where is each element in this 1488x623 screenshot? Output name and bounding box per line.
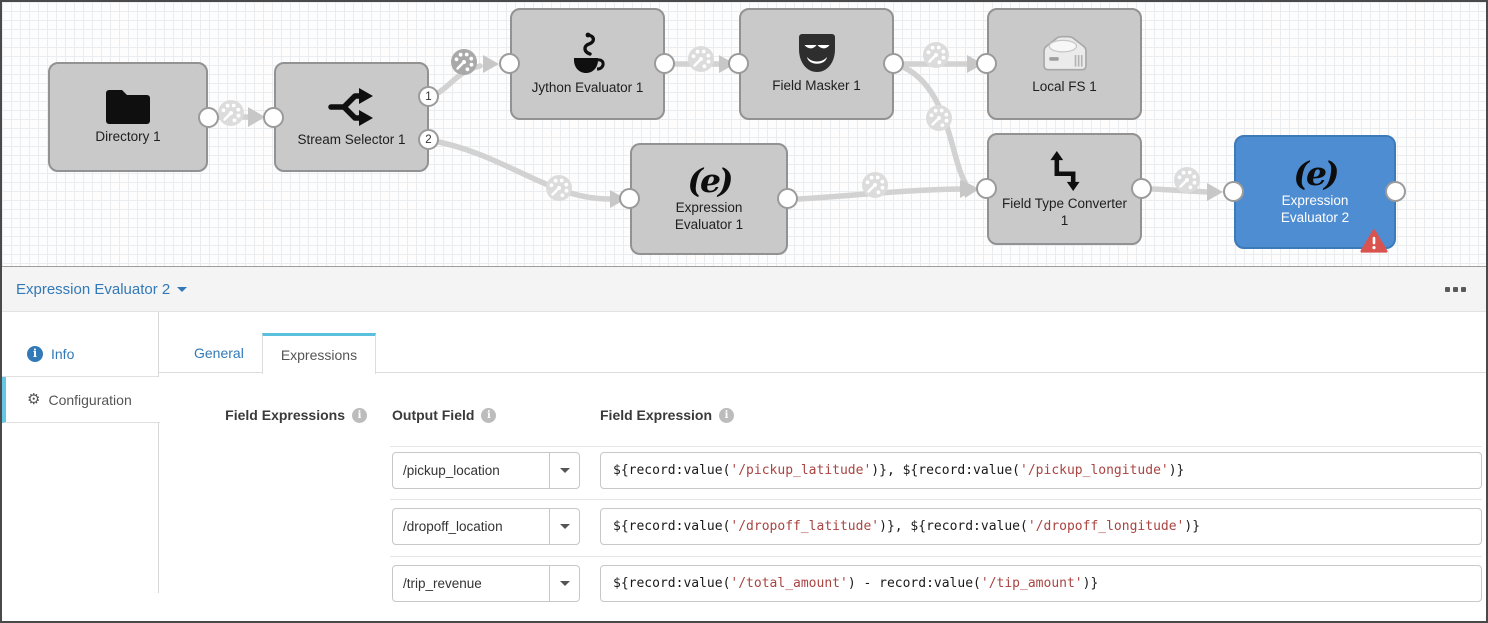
column-header-text: Output Field: [392, 407, 475, 423]
row-separator: [390, 499, 1482, 500]
sidebar-divider: [158, 312, 159, 593]
config-panel-body: i Info ⚙ Configuration General Expressio…: [2, 312, 1486, 620]
input-port[interactable]: [619, 188, 640, 209]
field-expression-input-3[interactable]: ${record:value('/total_amount') - record…: [600, 565, 1482, 602]
field-expression-input-1[interactable]: ${record:value('/pickup_latitude')}, ${r…: [600, 452, 1482, 489]
tab-label: General: [194, 344, 244, 361]
stage-expression-evaluator-1[interactable]: (e) Expression Evaluator 1: [630, 143, 788, 255]
pipeline-canvas[interactable]: Directory 1 Stream Selector 1: [2, 2, 1486, 267]
panel-title-text: Expression Evaluator 2: [16, 280, 171, 298]
mask-icon: [795, 33, 839, 75]
stage-stream-selector-1[interactable]: Stream Selector 1: [274, 62, 429, 172]
stage-label: Stream Selector 1: [297, 132, 406, 148]
ellipsis-icon: [1461, 286, 1466, 292]
stage-label: Expression Evaluator 1: [674, 200, 744, 232]
field-expression-column-header: Field Expression i: [600, 407, 735, 423]
output-field-value: /pickup_location: [403, 463, 500, 478]
stage-jython-evaluator-1[interactable]: Jython Evaluator 1: [510, 8, 665, 120]
stage-label: Field Masker 1: [772, 78, 861, 94]
stage-directory-1[interactable]: Directory 1: [48, 62, 208, 172]
field-expressions-label: Field Expressions i: [2, 407, 367, 423]
output-field-column-header: Output Field i: [392, 407, 497, 423]
stage-field-type-converter-1[interactable]: Field Type Converter 1: [987, 133, 1142, 245]
stream-selector-icon: [327, 85, 376, 129]
column-header-text: Field Expression: [600, 407, 713, 423]
expression-evaluator-icon: (e): [687, 161, 733, 201]
input-port[interactable]: [263, 107, 284, 128]
row-separator: [390, 446, 1482, 447]
output-field-value: /dropoff_location: [403, 519, 503, 534]
help-info-icon[interactable]: i: [352, 407, 367, 423]
stage-error-warning-icon[interactable]: [1360, 228, 1388, 259]
tab-label: Expressions: [280, 347, 358, 363]
tab-general[interactable]: General: [176, 333, 262, 372]
expression-evaluator-icon: (e): [1293, 154, 1339, 194]
ellipsis-icon: [1445, 286, 1450, 292]
gear-icon: ⚙: [27, 391, 41, 408]
port-label: 2: [425, 133, 432, 146]
output-port-1[interactable]: 1: [418, 86, 439, 107]
ellipsis-icon: [1453, 286, 1458, 292]
input-port[interactable]: [976, 53, 997, 74]
jython-icon: [565, 31, 611, 77]
output-field-select-1[interactable]: /pickup_location: [392, 452, 580, 489]
stage-expression-evaluator-2[interactable]: (e) Expression Evaluator 2: [1234, 135, 1396, 249]
input-port[interactable]: [1223, 181, 1244, 202]
pipeline-edges: [206, 40, 1223, 208]
config-panel-header: Expression Evaluator 2: [2, 267, 1486, 312]
harddrive-icon: [1037, 32, 1093, 76]
output-field-select-3[interactable]: /trip_revenue: [392, 565, 580, 602]
field-type-converter-icon: [1045, 149, 1085, 193]
output-port[interactable]: [883, 53, 904, 74]
stage-label: Local FS 1: [1032, 79, 1097, 95]
output-field-select-2[interactable]: /dropoff_location: [392, 508, 580, 545]
help-info-icon[interactable]: i: [719, 407, 735, 423]
panel-menu-button[interactable]: [1441, 283, 1470, 296]
stage-field-masker-1[interactable]: Field Masker 1: [739, 8, 894, 120]
select-caret-icon: [549, 453, 579, 488]
port-label: 1: [425, 90, 432, 103]
section-label-text: Field Expressions: [225, 407, 345, 423]
row-separator: [390, 556, 1482, 557]
stage-label: Directory 1: [95, 129, 161, 145]
select-caret-icon: [549, 509, 579, 544]
output-port[interactable]: [1385, 181, 1406, 202]
stage-label: Jython Evaluator 1: [531, 80, 644, 96]
output-port[interactable]: [654, 53, 675, 74]
folder-icon: [103, 88, 153, 126]
chevron-down-icon: [177, 286, 188, 292]
input-port[interactable]: [499, 53, 520, 74]
input-port[interactable]: [976, 178, 997, 199]
help-info-icon[interactable]: i: [481, 407, 497, 423]
sidebar-item-label: Info: [51, 345, 75, 362]
sidebar-item-label: Configuration: [48, 391, 132, 408]
stage-label: Field Type Converter 1: [1001, 195, 1128, 228]
info-icon: i: [27, 345, 43, 362]
output-port-2[interactable]: 2: [418, 129, 439, 150]
select-caret-icon: [549, 566, 579, 601]
stage-selector-dropdown[interactable]: Expression Evaluator 2: [16, 280, 188, 298]
tab-expressions[interactable]: Expressions: [261, 333, 377, 374]
output-port[interactable]: [198, 107, 219, 128]
sidebar-item-configuration[interactable]: ⚙ Configuration: [2, 377, 160, 423]
config-tabs: General Expressions: [176, 333, 377, 374]
output-port[interactable]: [1131, 178, 1152, 199]
input-port[interactable]: [728, 53, 749, 74]
field-expression-input-2[interactable]: ${record:value('/dropoff_latitude')}, ${…: [600, 508, 1482, 545]
sidebar-item-info[interactable]: i Info: [2, 331, 158, 377]
output-field-value: /trip_revenue: [403, 576, 482, 591]
stage-label: Expression Evaluator 2: [1280, 193, 1350, 225]
output-port[interactable]: [777, 188, 798, 209]
tabs-bottom-rule: [159, 372, 1486, 373]
stage-local-fs-1[interactable]: Local FS 1: [987, 8, 1142, 120]
